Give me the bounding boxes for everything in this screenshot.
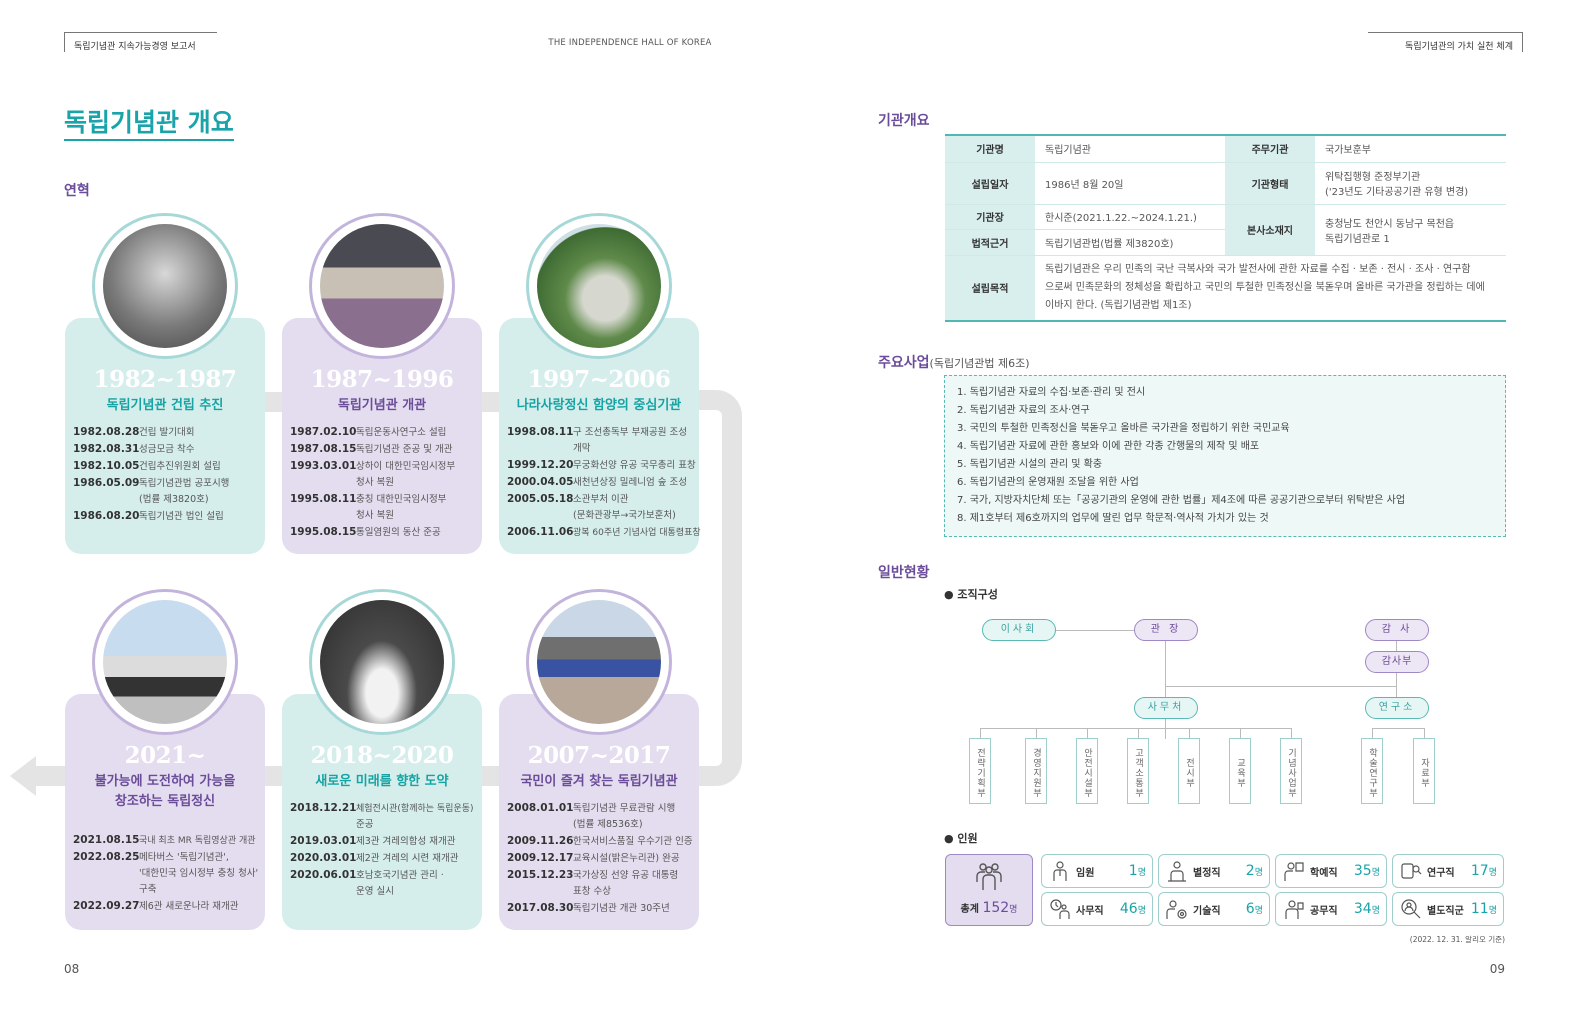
history-heading: 연혁: [64, 183, 90, 199]
people-icon: [976, 863, 1002, 890]
staff-heading: ● 인원: [944, 832, 978, 845]
connector: [265, 392, 283, 412]
executive-icon: [1053, 861, 1067, 881]
page-number-left: 08: [64, 962, 80, 976]
technician-icon: [1166, 900, 1187, 919]
card-subtitle: 불가능에 도전하여 가능을: [94, 774, 236, 789]
overview-table: 기관명 독립기념관 주무기관 국가보훈부 설립일자 1986년 8월 20일 기…: [945, 134, 1506, 322]
org-dept: 고객소통부: [1127, 738, 1149, 804]
card-subtitle: 독립기념관 개관: [337, 398, 427, 413]
event-list: 2008.01.01독립기념관 무료관람 시행 (법률 제8536호) 2009…: [507, 802, 693, 914]
photo-anniversary: [526, 589, 672, 735]
org-dept: 전략기획부: [969, 738, 991, 804]
magnifier-person-icon: [1401, 899, 1421, 919]
arrow-left-icon: [10, 756, 36, 796]
event-list: 1998.08.11구 조선총독부 부재공원 조성 개막 1999.12.20무…: [507, 426, 701, 538]
org-dept: 전시부: [1178, 738, 1200, 804]
card-subtitle: 나라사랑정신 함양의 중심기관: [516, 398, 682, 413]
org-institute: 연구소: [1365, 697, 1429, 719]
timeline-card-1997: 1997~2006 나라사랑정신 함양의 중심기관 1998.08.11구 조선…: [499, 318, 701, 554]
general-heading: 일반현황: [878, 565, 930, 581]
org-director: 관 장: [1134, 619, 1198, 641]
org-dept: 안전시설부: [1076, 738, 1098, 804]
org-office: 사무처: [1134, 697, 1198, 719]
org-audit-dept: 감사부: [1365, 651, 1429, 673]
header-left: 독립기념관 지속가능경영 보고서: [64, 32, 217, 52]
event-list: 2018.12.21체험전시관(함께하는 독립운동) 준공 2019.03.01…: [290, 802, 474, 897]
card-years: 2018~2020: [310, 742, 454, 769]
photo-opening: [309, 213, 455, 359]
org-dept: 기념사업부: [1280, 738, 1302, 804]
page-title: 독립기념관 개요: [64, 108, 234, 141]
timeline-card-2021: 2021~ 불가능에 도전하여 가능을 창조하는 독립정신 2021.08.15…: [65, 694, 265, 930]
org-dept: 자료부: [1413, 738, 1435, 804]
connector: [34, 766, 66, 786]
overview-heading: 기관개요: [878, 113, 930, 129]
card-years: 1982~1987: [93, 366, 237, 393]
connector: [482, 392, 500, 412]
header-right: 독립기념관의 가치 실천 체계: [1368, 32, 1523, 52]
event-list: 1987.02.10독립운동사연구소 설립 1987.08.15독립기념관 준공…: [290, 426, 456, 538]
event-list: 2021.08.15국내 최초 MR 독립영상관 개관 2022.08.25메타…: [73, 834, 259, 912]
researcher-icon: [1401, 863, 1422, 879]
card-subtitle-line2: 창조하는 독립정신: [114, 794, 216, 809]
org-board: 이사회: [982, 619, 1056, 641]
card-years: 1997~2006: [527, 366, 671, 393]
connector: [482, 766, 500, 786]
clerk-icon: [1050, 899, 1070, 919]
business-heading: 주요사업(독립기념관법 제6조): [878, 355, 1030, 371]
connector: [265, 766, 283, 786]
header-center: THE INDEPENDENCE HALL OF KOREA: [548, 38, 712, 48]
staff-total: 총계 152명: [945, 854, 1033, 926]
photo-rally: [92, 213, 238, 359]
card-subtitle: 국민이 즐겨 찾는 독립기념관: [520, 774, 678, 789]
photo-mr-hall: [92, 589, 238, 735]
org-dept: 경영지원부: [1025, 738, 1047, 804]
timeline-loop-connector: [698, 390, 742, 786]
org-auditor: 감 사: [1365, 619, 1429, 641]
public-worker-icon: [1285, 900, 1304, 919]
org-dept: 교육부: [1229, 738, 1251, 804]
org-heading: ● 조직구성: [944, 588, 998, 601]
special-staff-icon: [1168, 861, 1186, 882]
photo-aerial: [526, 213, 672, 359]
org-dept: 학술연구부: [1361, 738, 1383, 804]
card-years: 2021~: [124, 742, 206, 769]
card-years: 1987~1996: [310, 366, 454, 393]
page-number-right: 09: [1489, 962, 1505, 976]
card-subtitle: 새로운 미래를 향한 도약: [315, 774, 449, 789]
event-list: 1982.08.28건립 발기대회 1982.08.31성금모금 착수 1982…: [73, 426, 230, 522]
staff-note: (2022. 12. 31. 알리오 기준): [1409, 935, 1505, 944]
card-subtitle: 독립기념관 건립 추진: [106, 398, 224, 413]
card-years: 2007~2017: [527, 742, 671, 769]
photo-30th-ceremony: [309, 589, 455, 735]
curator-icon: [1284, 862, 1304, 881]
